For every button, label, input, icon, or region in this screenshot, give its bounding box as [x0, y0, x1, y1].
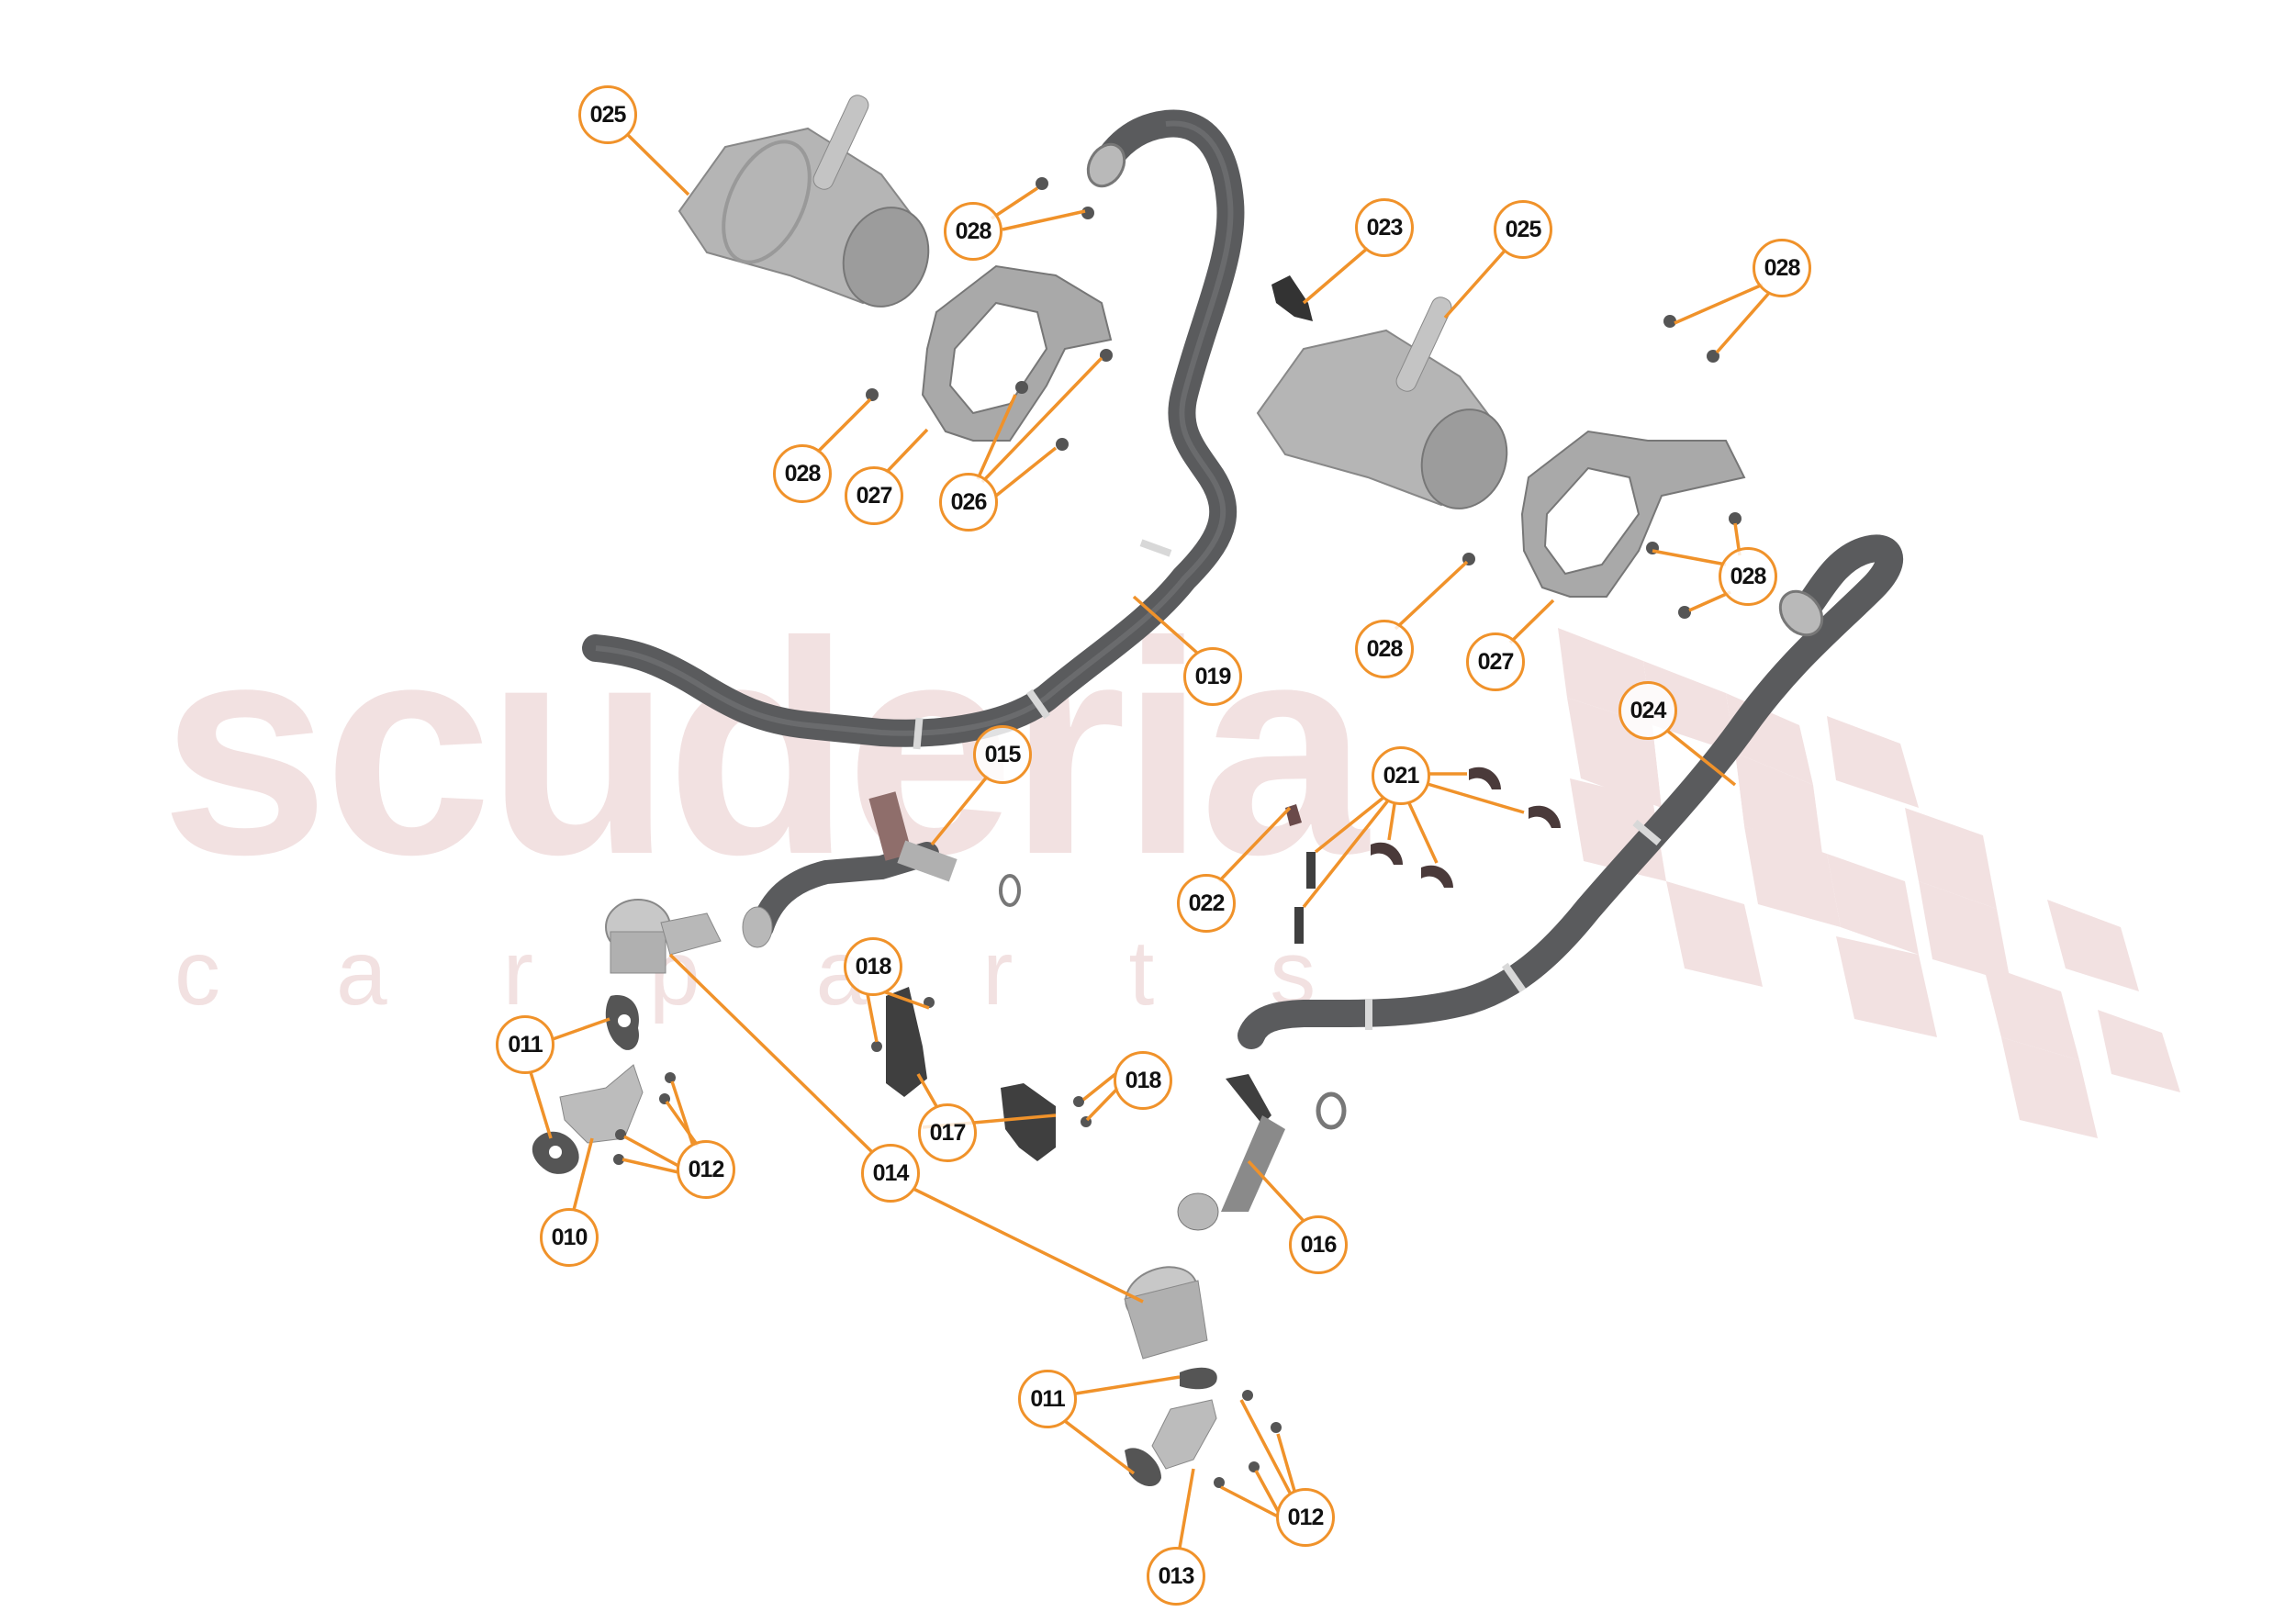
callout-023[interactable]: 023: [1355, 198, 1414, 257]
callout-026[interactable]: 026: [939, 473, 998, 532]
callout-016[interactable]: 016: [1289, 1215, 1348, 1274]
callout-label: 022: [1188, 890, 1226, 916]
callout-label: 010: [551, 1224, 588, 1250]
air-pump-left: [678, 95, 930, 308]
callout-label: 023: [1366, 214, 1404, 241]
clips-021: [1285, 767, 1561, 944]
callout-010[interactable]: 010: [540, 1208, 599, 1267]
callout-label: 028: [1730, 563, 1767, 589]
callout-label: 027: [856, 482, 893, 509]
pipe-015: [742, 791, 1021, 948]
callout-label: 021: [1383, 762, 1420, 789]
callout-label: 024: [1630, 697, 1667, 723]
callout-label: 014: [872, 1159, 910, 1186]
hose-024: [1238, 534, 1903, 1049]
valve-016: [1177, 1074, 1347, 1231]
callout-028[interactable]: 028: [773, 444, 832, 503]
callout-label: 028: [1764, 254, 1801, 281]
valve-upper: [605, 899, 722, 974]
air-pump-right: [1256, 297, 1508, 509]
callout-label: 013: [1158, 1562, 1195, 1589]
callout-021[interactable]: 021: [1372, 746, 1430, 805]
callout-028[interactable]: 028: [1355, 620, 1414, 678]
callout-label: 017: [929, 1119, 967, 1146]
callout-014[interactable]: 014: [861, 1144, 920, 1203]
callout-label: 012: [1287, 1504, 1325, 1530]
callout-label: 018: [1125, 1067, 1162, 1093]
sensor-017: [886, 987, 1056, 1161]
clip-023: [1271, 275, 1313, 321]
callout-018[interactable]: 018: [1114, 1051, 1172, 1110]
watermark-subtitle: carparts: [174, 922, 1432, 1024]
callout-label: 018: [855, 953, 892, 979]
callout-025[interactable]: 025: [578, 85, 637, 144]
callout-label: 028: [784, 460, 822, 487]
callout-011[interactable]: 011: [1018, 1370, 1077, 1428]
callout-label: 026: [950, 488, 988, 515]
callout-label: 019: [1194, 663, 1232, 689]
callout-011[interactable]: 011: [496, 1015, 554, 1074]
callout-025[interactable]: 025: [1494, 200, 1552, 259]
callout-label: 027: [1477, 648, 1515, 675]
callout-label: 016: [1300, 1231, 1338, 1258]
callout-label: 011: [1030, 1385, 1065, 1412]
callout-label: 012: [688, 1156, 725, 1182]
callout-013[interactable]: 013: [1147, 1547, 1205, 1606]
callout-012[interactable]: 012: [1276, 1488, 1335, 1547]
flange-left: [532, 995, 644, 1174]
bracket-left: [921, 264, 1113, 442]
callout-label: 028: [1366, 635, 1404, 662]
callout-017[interactable]: 017: [918, 1103, 977, 1162]
callout-027[interactable]: 027: [845, 466, 903, 525]
callout-012[interactable]: 012: [677, 1140, 735, 1199]
callout-label: 025: [589, 101, 627, 128]
leader-lines: [529, 133, 1772, 1549]
watermark-brand: scuderia: [161, 578, 1368, 917]
callout-022[interactable]: 022: [1177, 874, 1236, 933]
callout-label: 011: [508, 1031, 543, 1058]
callout-015[interactable]: 015: [973, 725, 1032, 784]
callout-027[interactable]: 027: [1466, 632, 1525, 691]
callout-028[interactable]: 028: [1753, 239, 1811, 297]
callout-label: 015: [984, 741, 1022, 767]
hose-019: [582, 109, 1245, 750]
callout-019[interactable]: 019: [1183, 647, 1242, 706]
callout-label: 028: [955, 218, 992, 244]
callout-018[interactable]: 018: [844, 937, 902, 996]
callout-label: 025: [1505, 216, 1542, 242]
callout-028[interactable]: 028: [944, 202, 1002, 261]
callout-024[interactable]: 024: [1618, 681, 1677, 740]
bolts: [613, 177, 1742, 1488]
callout-028[interactable]: 028: [1719, 547, 1777, 606]
bracket-right: [1520, 430, 1746, 598]
valve-lower: [1124, 1266, 1217, 1487]
